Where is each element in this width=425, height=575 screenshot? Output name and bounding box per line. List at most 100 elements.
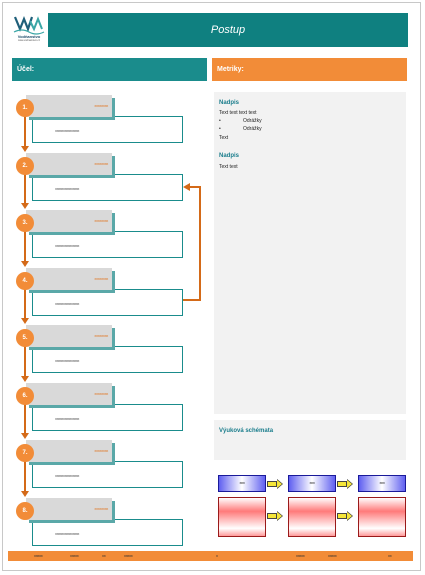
step-number: 2. [16, 156, 34, 175]
logo-subtitle: www.vodnanstvo.cz [18, 39, 40, 42]
schema-arrow-body [337, 513, 347, 519]
step-number: 7. [16, 444, 34, 462]
schema-blue-box: xxx [288, 475, 336, 492]
step-body [32, 403, 183, 431]
step-body [32, 346, 183, 373]
step-header: xxxxxxxx [26, 382, 112, 405]
logo-wave-icon [13, 16, 45, 35]
step-header: xxxxxxxx [26, 152, 112, 175]
step-header: xxxxxxxx [26, 210, 112, 232]
step-connector [24, 457, 26, 492]
step-number: 6. [16, 386, 34, 405]
step-arrow-down-icon [21, 145, 29, 152]
footer-code: xxxxx [34, 553, 43, 558]
schema-arrow-body [267, 481, 277, 487]
step-connector [24, 169, 26, 204]
footer-code: x [216, 553, 218, 558]
metrics-heading-1: Nadpis [219, 100, 240, 106]
metrics-text-2: Text [219, 135, 229, 141]
page-title: Postup [210, 24, 246, 36]
step-body-code: xxxxxxxxxxxxxxx [55, 300, 80, 306]
schema-box-code: xxx [379, 480, 385, 485]
schema-red-box [288, 497, 336, 537]
schema-red-box [218, 497, 266, 537]
purpose-bar: Účel: [12, 58, 207, 81]
metrics-label: Metriky: [217, 66, 244, 73]
title-bar: Postup [48, 13, 408, 47]
metrics-bullet-1: • Odrážky [219, 118, 262, 124]
footer-code: xxxxx [124, 553, 133, 558]
purpose-label: Účel: [17, 66, 35, 73]
metrics-text-1: Text text text text [219, 110, 257, 116]
step-body-code: xxxxxxxxxxxxxxx [55, 415, 80, 421]
step-header-code: xxxxxxxx [94, 448, 108, 453]
teaching-heading: Výuková schémata [219, 428, 274, 434]
step-body-code: xxxxxxxxxxxxxxx [55, 473, 80, 478]
step-header: xxxxxxxx [26, 325, 112, 347]
step-arrow-down-icon [21, 375, 29, 382]
schema-box-code: xxx [239, 480, 245, 485]
step-header-code: xxxxxxxx [94, 218, 108, 223]
step-header-code: xxxxxxxx [94, 103, 108, 108]
logo-name: Vodňanstvo [17, 34, 41, 39]
footer-code: xxxxx [328, 553, 337, 558]
step-body [32, 461, 183, 488]
step-body-code: xxxxxxxxxxxxxxx [55, 128, 80, 133]
schema-arrow-body [337, 481, 347, 487]
step-number: 1. [16, 99, 34, 117]
step-connector [24, 399, 26, 434]
step-number: 5. [16, 329, 34, 347]
step-header: xxxxxxxx [26, 267, 112, 290]
step-header-code: xxxxxxxx [94, 275, 108, 281]
step-header-code: xxxxxxxx [94, 390, 108, 396]
step-body-code: xxxxxxxxxxxxxxx [55, 358, 80, 363]
schema-arrow-body [267, 513, 277, 519]
metrics-bullet-2-text: Odrážky [243, 126, 262, 132]
step-body-code: xxxxxxxxxxxxxxx [55, 185, 80, 191]
metrics-heading-2: Nadpis [219, 153, 240, 159]
step-header-code: xxxxxxxx [94, 505, 108, 511]
metrics-text-3: Text text [219, 164, 238, 170]
step-header: xxxxxxxx [26, 95, 112, 117]
metrics-panel: Nadpis Text text text text •Odrážky •Odr… [214, 92, 406, 414]
step-connector [24, 342, 26, 377]
step-number: 4. [16, 271, 34, 290]
step-body-code: xxxxxxxxxxxxxxx [55, 243, 80, 248]
loop-arrow-top [189, 186, 201, 188]
step-body [32, 173, 183, 201]
metrics-bullet-2: •Odrážky [219, 126, 262, 132]
footer-code: xxxxx [296, 553, 305, 558]
teaching-panel: Výuková schémata [214, 420, 406, 460]
step-number: 8. [16, 501, 34, 520]
step-body-code: xxxxxxxxxxxxxxx [55, 530, 80, 536]
bullet-dot-icon: • [219, 118, 221, 124]
step-arrow-down-icon [21, 260, 29, 267]
metrics-bar: Metriky: [212, 58, 407, 81]
schema-red-box [358, 497, 406, 537]
loop-arrow-bottom [183, 299, 201, 301]
step-number: 3. [16, 214, 34, 232]
schema-arrow-fill [347, 512, 352, 520]
schema-arrow-fill [277, 512, 282, 520]
schema-box-code: xxx [309, 480, 315, 485]
footer-code: xx [388, 553, 392, 558]
schema-arrow-fill [277, 480, 282, 488]
step-arrow-down-icon [21, 433, 29, 439]
schema-arrow-fill [347, 480, 352, 488]
step-arrow-down-icon [21, 318, 29, 324]
step-arrow-down-icon [21, 490, 29, 497]
footer-code: xxxxx [70, 553, 79, 558]
step-connector [24, 227, 26, 262]
schema-blue-box: xxx [358, 475, 406, 492]
step-body [32, 116, 183, 143]
schema-blue-box: xxx [218, 475, 266, 492]
step-header: xxxxxxxx [26, 497, 112, 520]
step-header: xxxxxxxx [26, 440, 112, 462]
footer-code: xx [102, 553, 106, 558]
step-connector [24, 284, 26, 319]
logo [12, 13, 46, 46]
step-connector [24, 112, 26, 147]
loop-arrow-vertical [199, 187, 201, 300]
metrics-bullet-1-text: Odrážky [243, 118, 262, 124]
